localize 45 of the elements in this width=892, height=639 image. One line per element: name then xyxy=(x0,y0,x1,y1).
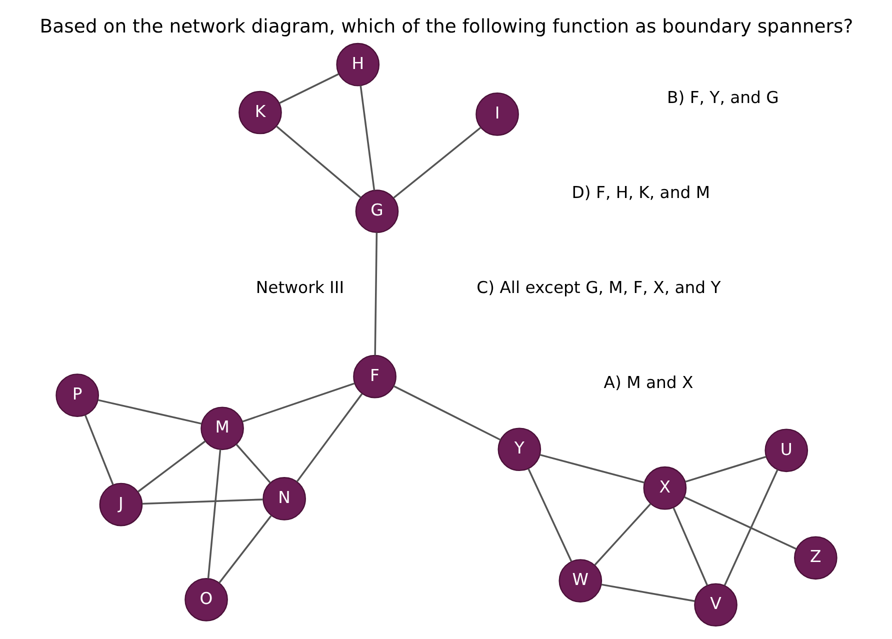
connector xyxy=(527,468,572,562)
node-circle: Z xyxy=(794,536,837,580)
connector xyxy=(594,503,651,566)
connector xyxy=(218,515,272,584)
connector xyxy=(359,85,375,190)
node-circle: O xyxy=(184,578,228,622)
label: D) F, H, K, and M xyxy=(571,182,710,202)
node-circle: W xyxy=(558,559,602,602)
connector xyxy=(723,469,778,586)
node-circle: M xyxy=(200,406,244,450)
connector xyxy=(392,385,500,441)
node-circle: X xyxy=(642,466,686,510)
node-circle: Y xyxy=(497,428,541,472)
connector xyxy=(97,399,202,425)
connector xyxy=(684,456,766,483)
connector xyxy=(242,382,354,422)
connector xyxy=(672,508,708,586)
node-circle: N xyxy=(262,477,306,520)
connector xyxy=(600,584,694,602)
connector xyxy=(206,449,221,579)
node-circle: J xyxy=(98,482,142,526)
connector xyxy=(539,454,644,484)
connector xyxy=(392,126,481,199)
node-circle: U xyxy=(764,428,808,472)
connector xyxy=(276,126,361,198)
connector xyxy=(84,414,114,485)
label: B) F, Y, and G xyxy=(666,88,778,108)
label: A) M and X xyxy=(603,372,693,392)
diagram-title: Based on the network diagram, which of the following function as boundary spanners? xyxy=(39,16,853,38)
connector xyxy=(374,232,378,356)
node-circle: V xyxy=(694,583,737,627)
label: C) All except G, M, F, X, and Y xyxy=(476,278,720,297)
label: Network III xyxy=(255,278,344,297)
connector xyxy=(278,73,338,104)
connector xyxy=(235,444,270,484)
node-circle: P xyxy=(55,374,98,417)
node-circle: K xyxy=(238,90,282,134)
connector xyxy=(137,440,206,492)
node-circle: I xyxy=(475,92,518,136)
connector xyxy=(142,498,262,505)
connector xyxy=(683,496,796,550)
connector xyxy=(296,393,362,482)
node-circle: G xyxy=(354,190,398,234)
node-circle: H xyxy=(336,42,380,86)
node-circle: F xyxy=(352,354,396,398)
